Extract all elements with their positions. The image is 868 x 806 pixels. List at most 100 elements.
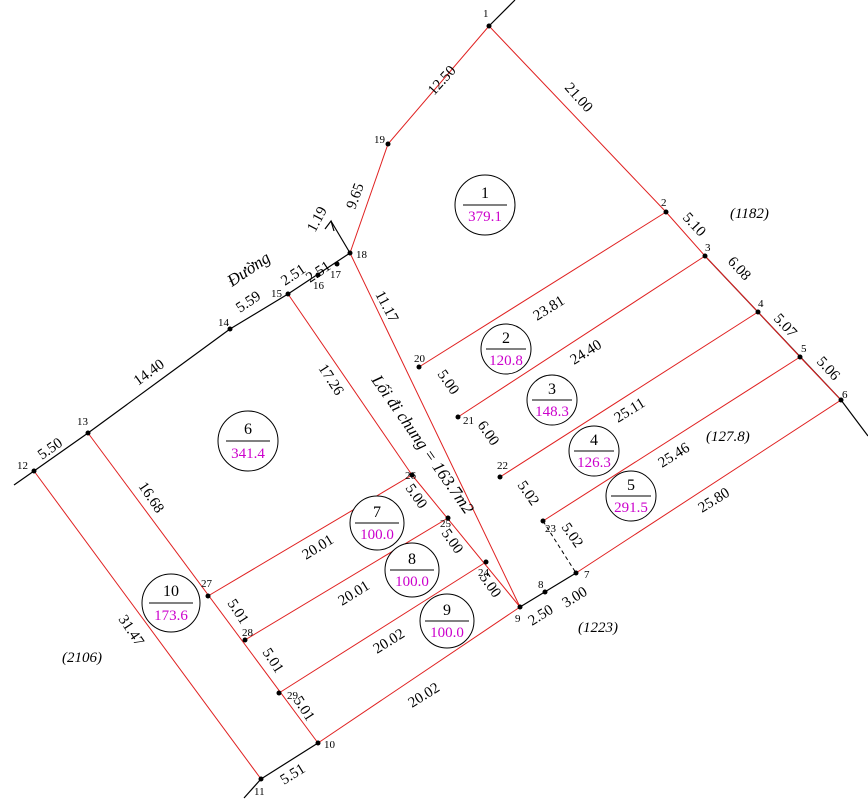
point-label-13: 13 [77, 416, 89, 428]
dim-2-3: 5.10 [679, 210, 709, 240]
point-label-16: 16 [313, 280, 325, 292]
point-19 [385, 141, 391, 147]
dim-13-27: 16.68 [135, 479, 167, 516]
svg-text:173.6: 173.6 [154, 608, 188, 624]
point-label-3: 3 [705, 242, 711, 254]
dim-1-2: 21.00 [561, 80, 595, 116]
point-label-19: 19 [374, 134, 386, 146]
dim-22-23: 5.02 [514, 478, 542, 509]
point-labels: 1 2 3 4 5 6 7 8 9 10 11 12 13 14 15 16 1… [17, 8, 848, 798]
svg-text:291.5: 291.5 [614, 500, 648, 516]
point-23 [540, 518, 546, 524]
dim-26-27: 20.01 [300, 532, 337, 563]
boundary-extension-right [840, 399, 868, 437]
boundary-13-14 [87, 328, 231, 434]
point-10 [315, 740, 321, 746]
point-label-17: 17 [330, 269, 342, 281]
dimension-labels: 12.50 21.00 9.65 1.19 5.10 6.08 5.07 5.0… [35, 63, 843, 789]
boundary-extension-bottom [243, 778, 262, 799]
dim-13-14: 14.40 [131, 356, 168, 389]
svg-text:100.0: 100.0 [430, 625, 464, 641]
point-label-5: 5 [801, 343, 807, 355]
point-label-26: 26 [405, 470, 417, 482]
dim-19-18: 9.65 [344, 181, 368, 211]
point-label-18: 18 [356, 249, 368, 261]
svg-text:341.4: 341.4 [231, 446, 265, 462]
plot-7: 7 100.0 [349, 495, 405, 551]
point-21 [455, 414, 461, 420]
dim-21-22: 6.00 [474, 418, 502, 449]
point-label-9: 9 [515, 613, 521, 625]
point-6 [838, 397, 844, 403]
dim-5-23: 25.46 [656, 440, 694, 472]
dim-20-21: 5.00 [434, 367, 462, 398]
boundary-9-7 [519, 572, 577, 608]
point-11 [258, 776, 264, 782]
svg-text:120.8: 120.8 [489, 353, 523, 369]
point-label-10: 10 [324, 739, 336, 751]
point-label-21: 21 [463, 415, 474, 427]
point-16 [315, 272, 321, 278]
point-label-2: 2 [661, 197, 667, 209]
plot-3: 3 148.3 [526, 374, 578, 426]
dim-1-19: 12.50 [425, 63, 459, 99]
svg-text:6: 6 [244, 421, 252, 438]
dim-4-22: 25.11 [612, 395, 649, 426]
dim-9-10: 20.02 [406, 680, 443, 711]
point-28 [242, 637, 248, 643]
boundary-14-15 [229, 293, 289, 330]
dim-5-6: 5.06 [813, 354, 843, 384]
point-label-28: 28 [242, 627, 254, 639]
svg-text:1: 1 [481, 185, 489, 202]
svg-text:5: 5 [627, 477, 635, 494]
point-29 [276, 690, 282, 696]
dim-14-15: 5.59 [233, 288, 264, 316]
point-9 [517, 604, 523, 610]
point-26 [409, 472, 415, 478]
point-17 [334, 261, 340, 267]
point-4 [755, 309, 761, 315]
point-25 [445, 515, 451, 521]
point-13 [85, 430, 91, 436]
neighbor-1223: (1223) [578, 620, 618, 636]
point-27 [205, 593, 211, 599]
dim-26-25: 5.00 [402, 481, 430, 512]
boundary-12-13 [33, 432, 89, 472]
svg-text:4: 4 [590, 432, 598, 449]
point-3 [702, 253, 708, 259]
survey-points [31, 23, 844, 782]
plot-1: 1 379.1 [454, 174, 516, 236]
boundary-extension-top [488, 0, 516, 27]
svg-text:148.3: 148.3 [535, 404, 569, 420]
dim-25-24: 5.00 [438, 526, 466, 557]
point-label-14: 14 [218, 317, 230, 329]
plot-10: 10 173.6 [141, 573, 201, 633]
point-12 [31, 468, 37, 474]
dim-23-7: 5.02 [558, 520, 586, 551]
dim-15-16: 2.51 [278, 261, 309, 289]
point-24 [483, 559, 489, 565]
point-label-7: 7 [584, 569, 590, 581]
point-label-23: 23 [545, 523, 557, 535]
svg-text:100.0: 100.0 [360, 527, 394, 543]
point-label-4: 4 [758, 298, 764, 310]
svg-text:100.0: 100.0 [395, 574, 429, 590]
dim-3-4: 6.08 [724, 254, 754, 284]
point-5 [797, 354, 803, 360]
svg-text:126.3: 126.3 [577, 455, 611, 471]
dim-15-26: 17.26 [315, 361, 347, 398]
dim-7-8: 3.00 [560, 584, 591, 611]
direction-arrow [330, 220, 351, 254]
dim-arrow: 1.19 [304, 204, 330, 235]
point-14 [227, 326, 233, 332]
plot-boundaries [33, 25, 842, 780]
boundary-extension-left [13, 470, 35, 486]
svg-text:10: 10 [163, 583, 179, 600]
svg-text:8: 8 [408, 551, 416, 568]
dim-28-29: 5.01 [259, 645, 287, 676]
plot-8: 8 100.0 [384, 542, 440, 598]
neighbor-2106: (2106) [62, 650, 102, 666]
point-label-15: 15 [271, 288, 283, 300]
